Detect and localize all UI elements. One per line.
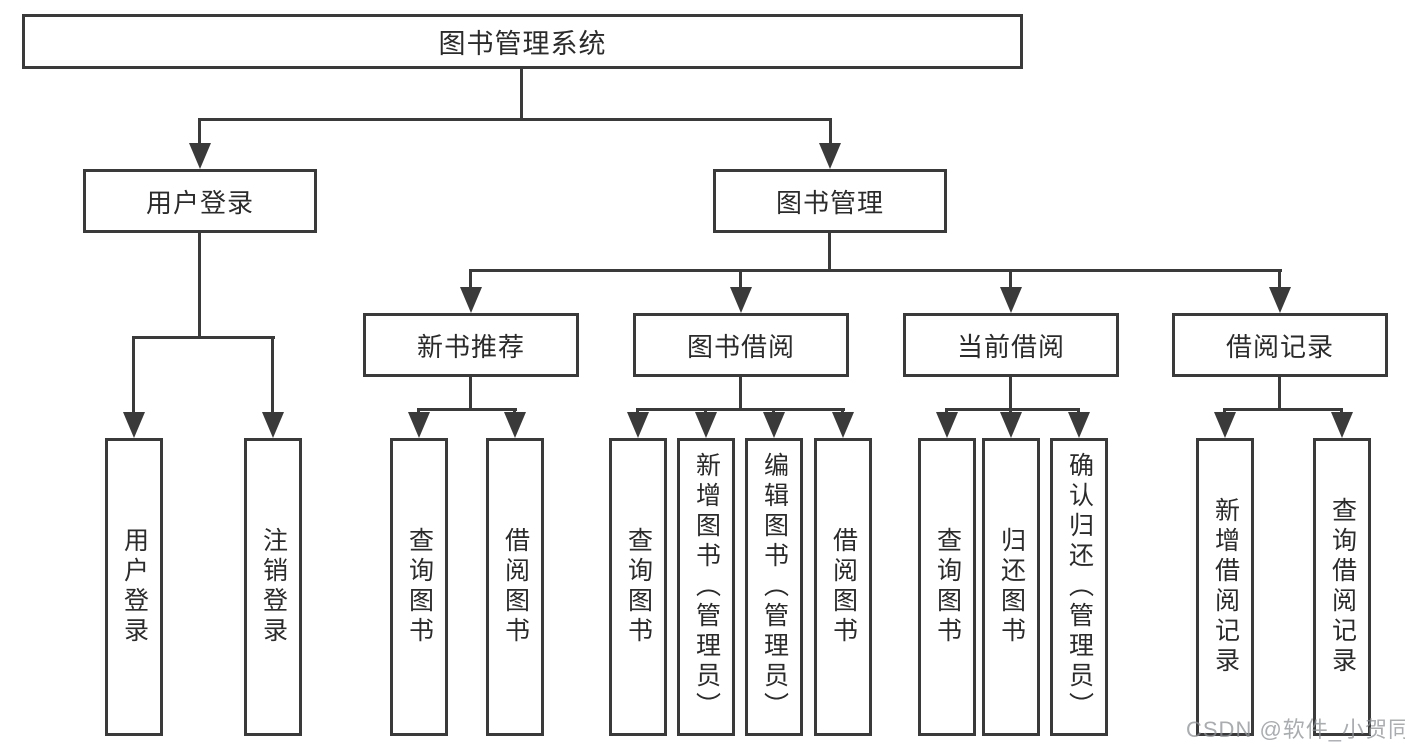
node-user-login: 用户登录 (83, 169, 317, 233)
leaf-query-books-2: 查询图书 (609, 438, 667, 736)
arrow-down-icon (1000, 412, 1022, 438)
connector-newbook-vline (469, 376, 472, 410)
leaf-add-book-admin: 新增图书（管理员） (677, 438, 735, 736)
arrow-down-icon (1214, 412, 1236, 438)
leaf-label: 查询图书 (405, 527, 434, 647)
connector-current-stem-1 (945, 408, 948, 414)
arrow-down-icon (763, 412, 785, 438)
connector-bookmgmt-hline (469, 269, 1282, 272)
leaf-label: 确认归还（管理员） (1065, 452, 1094, 722)
connector-bookmgmt-stem-4 (1278, 269, 1281, 289)
node-label: 图书管理 (775, 187, 884, 218)
connector-records-hline (1223, 408, 1343, 411)
leaf-borrow-books-1: 借阅图书 (486, 438, 544, 736)
leaf-label: 归还图书 (997, 527, 1026, 647)
arrow-down-icon (832, 412, 854, 438)
arrow-down-icon (695, 412, 717, 438)
connector-current-vline (1009, 376, 1012, 410)
arrow-down-icon (936, 412, 958, 438)
node-current-borrow: 当前借阅 (903, 313, 1119, 377)
connector-userlogin-hline (132, 336, 275, 339)
leaf-return-book: 归还图书 (982, 438, 1040, 736)
watermark: CSDN @软件_小贺同学 (1186, 717, 1405, 742)
arrow-down-icon (730, 287, 752, 313)
node-label: 当前借阅 (956, 331, 1065, 362)
connector-newbook-hline (417, 408, 517, 411)
leaf-label: 借阅图书 (501, 527, 530, 647)
arrow-down-icon (1000, 287, 1022, 313)
arrow-down-icon (408, 412, 430, 438)
node-book-management: 图书管理 (713, 169, 947, 233)
node-label: 用户登录 (145, 187, 254, 218)
arrow-down-icon (1331, 412, 1353, 438)
connector-borrow-stem-2 (704, 408, 707, 414)
connector-records-vline (1278, 376, 1281, 410)
node-root: 图书管理系统 (22, 14, 1023, 69)
connector-borrow-stem-3 (772, 408, 775, 414)
leaf-query-borrow-record: 查询借阅记录 (1313, 438, 1371, 736)
connector-bookmgmt-vline (828, 232, 831, 271)
connector-records-stem-1 (1223, 408, 1226, 414)
connector-root-vline (520, 68, 523, 119)
leaf-label: 新增图书（管理员） (692, 452, 721, 722)
node-label: 新书推荐 (416, 331, 525, 362)
leaf-label: 查询借阅记录 (1328, 497, 1357, 677)
leaf-label: 用户登录 (120, 527, 149, 647)
connector-current-stem-2 (1009, 408, 1012, 414)
arrow-down-icon (262, 412, 284, 438)
arrow-down-icon (460, 287, 482, 313)
connector-bookmgmt-stem-2 (739, 269, 742, 289)
leaf-query-books-3: 查询图书 (918, 438, 976, 736)
leaf-label: 查询图书 (933, 527, 962, 647)
arrow-down-icon (627, 412, 649, 438)
connector-borrow-stem-4 (841, 408, 844, 414)
connector-root-stem-right (829, 118, 832, 146)
leaf-add-borrow-record: 新增借阅记录 (1196, 438, 1254, 736)
node-label: 图书管理系统 (438, 29, 607, 59)
arrow-down-icon (504, 412, 526, 438)
connector-bookmgmt-stem-3 (1009, 269, 1012, 289)
connector-newbook-stem-1 (417, 408, 420, 414)
arrow-down-icon (819, 143, 841, 169)
leaf-borrow-books-2: 借阅图书 (814, 438, 872, 736)
connector-current-hline (945, 408, 1080, 411)
connector-userlogin-vline (198, 232, 201, 338)
node-new-book-recommend: 新书推荐 (363, 313, 579, 377)
connector-records-stem-2 (1340, 408, 1343, 414)
node-book-borrow: 图书借阅 (633, 313, 849, 377)
connector-borrow-vline (739, 376, 742, 410)
node-label: 借阅记录 (1225, 331, 1334, 362)
connector-current-stem-3 (1077, 408, 1080, 414)
connector-borrow-hline (636, 408, 845, 411)
connector-borrow-stem-1 (636, 408, 639, 414)
leaf-logout: 注销登录 (244, 438, 302, 736)
connector-newbook-stem-2 (513, 408, 516, 414)
node-label: 图书借阅 (686, 331, 795, 362)
leaf-user-login: 用户登录 (105, 438, 163, 736)
connector-root-hline (198, 118, 832, 121)
connector-userlogin-stem-1 (132, 336, 135, 414)
leaf-label: 编辑图书（管理员） (760, 452, 789, 722)
leaf-label: 查询图书 (624, 527, 653, 647)
connector-userlogin-stem-2 (271, 336, 274, 414)
leaf-query-books-1: 查询图书 (390, 438, 448, 736)
leaf-label: 借阅图书 (829, 527, 858, 647)
arrow-down-icon (1269, 287, 1291, 313)
arrow-down-icon (123, 412, 145, 438)
leaf-label: 注销登录 (259, 527, 288, 647)
arrow-down-icon (1068, 412, 1090, 438)
leaf-confirm-return-admin: 确认归还（管理员） (1050, 438, 1108, 736)
connector-bookmgmt-stem-1 (469, 269, 472, 289)
leaf-edit-book-admin: 编辑图书（管理员） (745, 438, 803, 736)
arrow-down-icon (189, 143, 211, 169)
leaf-label: 新增借阅记录 (1211, 497, 1240, 677)
connector-root-stem-left (198, 118, 201, 146)
node-borrow-records: 借阅记录 (1172, 313, 1388, 377)
